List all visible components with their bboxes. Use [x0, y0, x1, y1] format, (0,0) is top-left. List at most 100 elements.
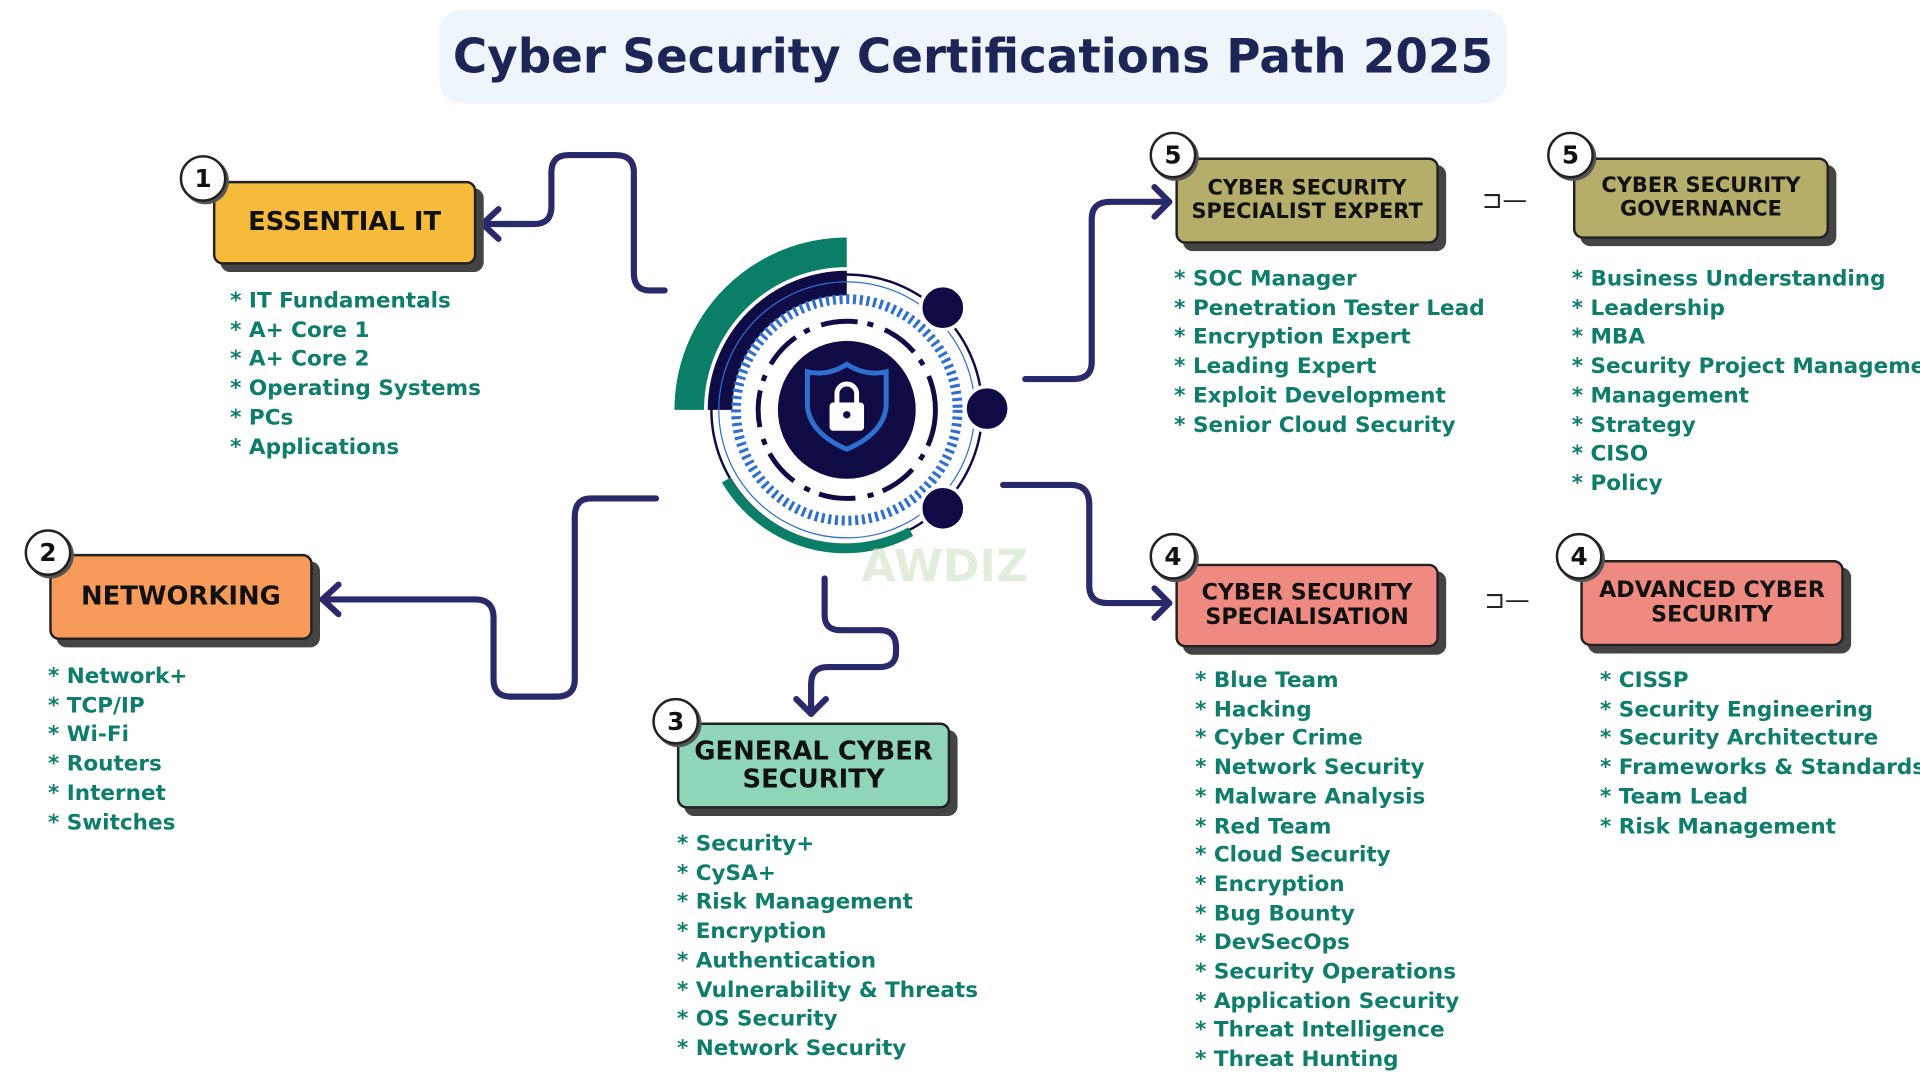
- bullet: *: [1571, 267, 1591, 292]
- bullet: *: [1571, 383, 1591, 409]
- bullet: *: [230, 347, 249, 373]
- list-item-text: Threat Hunting: [1213, 1047, 1399, 1073]
- list-item-text: Team Lead: [1618, 785, 1749, 810]
- watermark-logo: AWDIZ: [862, 541, 1029, 592]
- and-gate-icon: ⊐—: [1484, 584, 1530, 615]
- list-item-text: PCs: [248, 405, 294, 431]
- and-gate-icon: ⊐—: [1481, 184, 1528, 215]
- list-item: * Risk Management: [1600, 813, 1920, 842]
- list-item-text: IT Fundamentals: [248, 289, 451, 314]
- list-item: * Encryption Expert: [1174, 324, 1484, 353]
- list-item: * Operating Systems: [230, 376, 481, 405]
- stage-governance: CYBER SECURITY GOVERNANCE: [1572, 157, 1829, 239]
- bullet: *: [1571, 325, 1591, 351]
- governance-list: * Business Understanding* Leadership* MB…: [1572, 266, 1920, 499]
- bullet: *: [676, 890, 696, 915]
- bullet: *: [1195, 930, 1214, 956]
- arrowhead-networking: [319, 581, 342, 618]
- bullet: *: [1195, 960, 1214, 985]
- bullet: *: [1195, 1018, 1214, 1044]
- list-item: * Bug Bounty: [1195, 900, 1459, 929]
- list-item: * MBA: [1572, 324, 1920, 353]
- bullet: *: [1195, 755, 1214, 781]
- step-badge: 5: [1149, 131, 1197, 179]
- page-title: Cyber Security Certifications Path 2025: [439, 9, 1507, 104]
- bullet: *: [1600, 755, 1619, 781]
- step-badge: 4: [1149, 532, 1197, 580]
- bullet: *: [676, 832, 696, 857]
- list-item: * Red Team: [1195, 813, 1459, 842]
- list-item-text: Encryption Expert: [1192, 325, 1411, 351]
- connector-essential-it: [479, 152, 668, 294]
- list-item-text: Cyber Crime: [1213, 726, 1363, 752]
- bullet: *: [48, 664, 67, 690]
- bullet: *: [1571, 296, 1591, 321]
- list-item-text: CISO: [1590, 442, 1649, 467]
- general-cyber-security-list: * Security+* CySA+* Risk Management* Enc…: [677, 831, 978, 1064]
- list-item-text: Wi-Fi: [66, 722, 129, 748]
- list-item: * PCs: [230, 405, 481, 434]
- list-item: * Hacking: [1195, 696, 1459, 725]
- bullet: *: [1174, 267, 1193, 292]
- bullet: *: [1195, 697, 1214, 723]
- list-item-text: Security+: [695, 832, 815, 857]
- shield-icon: [804, 361, 889, 452]
- stage-networking: NETWORKING: [49, 553, 313, 641]
- bullet: *: [1195, 1047, 1214, 1073]
- list-item: * Leadership: [1572, 295, 1920, 324]
- list-item: * Strategy: [1572, 412, 1920, 441]
- arrowhead-specialisation: [1151, 585, 1173, 621]
- list-item-text: Bug Bounty: [1213, 901, 1355, 927]
- list-item: * OS Security: [677, 1006, 978, 1035]
- bullet: *: [1600, 668, 1619, 693]
- bullet: *: [48, 693, 67, 719]
- bullet: *: [48, 781, 67, 806]
- list-item-text: Cloud Security: [1213, 843, 1391, 868]
- advanced-list: * CISSP* Security Engineering* Security …: [1600, 667, 1920, 842]
- list-item: * Routers: [48, 751, 187, 780]
- bullet: *: [230, 376, 249, 402]
- list-item: * Leading Expert: [1174, 353, 1484, 382]
- bullet: *: [1600, 697, 1619, 723]
- list-item-text: Red Team: [1213, 814, 1332, 839]
- step-badge: 2: [24, 529, 72, 577]
- list-item-text: A+ Core 2: [248, 347, 370, 373]
- list-item: * DevSecOps: [1195, 930, 1459, 959]
- list-item-text: Security Engineering: [1618, 697, 1874, 723]
- specialist-expert-list: * SOC Manager* Penetration Tester Lead* …: [1174, 266, 1484, 441]
- stage-specialist-expert: CYBER SECURITY SPECIALIST EXPERT: [1175, 157, 1439, 244]
- stage-specialisation: CYBER SECURITY SPECIALISATION: [1175, 563, 1439, 648]
- step-badge: 5: [1547, 131, 1594, 179]
- list-item-text: Hacking: [1213, 697, 1312, 723]
- list-item: * Penetration Tester Lead: [1174, 295, 1484, 324]
- list-item-text: Risk Management: [695, 890, 913, 915]
- bullet: *: [1195, 843, 1214, 868]
- list-item: * Management: [1572, 383, 1920, 412]
- bullet: *: [1571, 471, 1591, 496]
- list-item: * Security Architecture: [1600, 725, 1920, 754]
- step-badge: 3: [652, 697, 700, 745]
- list-item: * Threat Intelligence: [1195, 1017, 1459, 1046]
- stage-essential-it: ESSENTIAL IT: [212, 180, 477, 265]
- list-item-text: DevSecOps: [1213, 930, 1350, 956]
- list-item: * Vulnerability & Threats: [677, 977, 978, 1006]
- list-item-text: Switches: [66, 810, 176, 836]
- bullet: *: [676, 1007, 696, 1032]
- list-item: * CySA+: [677, 860, 978, 889]
- bullet: *: [676, 861, 696, 886]
- list-item-text: Encryption: [695, 919, 827, 945]
- list-item-text: CySA+: [695, 861, 776, 886]
- step-badge: 1: [179, 155, 227, 202]
- list-item-text: Internet: [66, 781, 166, 806]
- list-item: * Applications: [230, 434, 481, 463]
- list-item: * Cloud Security: [1195, 842, 1459, 871]
- list-item: * Network+: [48, 663, 187, 692]
- bullet: *: [1195, 668, 1214, 693]
- bullet: *: [230, 289, 249, 314]
- connector-general: [808, 575, 900, 717]
- list-item: * Security Project Management: [1572, 353, 1920, 382]
- list-item-text: Leadership: [1590, 296, 1725, 321]
- arrowhead-expert: [1151, 184, 1173, 220]
- list-item: * Frameworks & Standards: [1600, 755, 1920, 784]
